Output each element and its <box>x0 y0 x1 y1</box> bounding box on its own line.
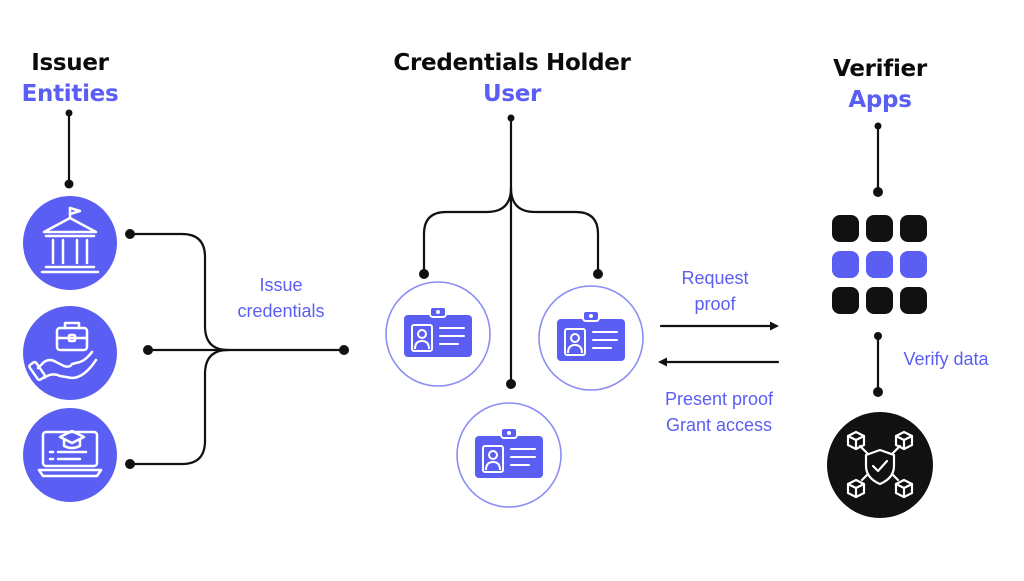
issuer-subtitle: Entities <box>21 81 119 107</box>
arrowheads <box>658 321 779 367</box>
id-card-icon <box>538 285 644 391</box>
connectors <box>67 111 880 466</box>
app-tile <box>900 215 927 242</box>
dot <box>593 269 603 279</box>
connector-dots <box>64 109 883 469</box>
request-label-line: proof <box>694 294 736 314</box>
present-label-line: Present proof <box>664 389 774 409</box>
issuer-title: Issuer <box>31 50 109 76</box>
dot <box>873 387 883 397</box>
dot <box>143 345 153 355</box>
app-tile <box>866 215 893 242</box>
request-label-line: Request <box>681 268 749 288</box>
issue-label-line: credentials <box>237 301 325 321</box>
request-proof-label: Request proof <box>660 265 770 317</box>
dot <box>125 229 135 239</box>
verifier-title: Verifier <box>833 56 927 82</box>
issue-connector-top <box>128 232 230 352</box>
issue-credentials-label: Issue credentials <box>216 272 346 324</box>
app-tile <box>900 287 927 314</box>
dot <box>339 345 349 355</box>
dot <box>506 379 516 389</box>
verify-data-label: Verify data <box>903 349 989 369</box>
issue-label-line: Issue <box>259 275 303 295</box>
app-tile <box>900 251 927 278</box>
app-tile <box>866 287 893 314</box>
app-grid-icon <box>832 215 927 314</box>
id-card-icon <box>385 281 491 387</box>
dot <box>419 269 429 279</box>
dot <box>507 114 515 122</box>
dot <box>874 122 882 130</box>
holder-icons <box>385 281 644 508</box>
dot <box>873 187 883 197</box>
laptop-graduation-icon <box>23 408 117 502</box>
app-tile <box>832 215 859 242</box>
issue-connector-bottom <box>128 348 230 466</box>
holder-title: Credentials Holder <box>393 50 631 76</box>
holder-subtitle: User <box>482 81 542 107</box>
dot <box>64 179 74 189</box>
holder-branch-left <box>422 186 513 276</box>
dot <box>65 109 73 117</box>
present-proof-label: Present proof Grant access <box>648 386 790 438</box>
app-tile <box>832 287 859 314</box>
present-arrowhead <box>658 357 667 367</box>
secure-network-icon <box>827 412 933 518</box>
issuer-icons <box>23 196 117 502</box>
dot <box>125 459 135 469</box>
bank-icon <box>23 196 117 290</box>
dot <box>874 332 882 340</box>
app-tile <box>832 251 859 278</box>
present-label-line: Grant access <box>665 415 773 435</box>
briefcase-hand-icon <box>23 306 117 400</box>
request-arrowhead <box>770 321 779 331</box>
holder-branch-right <box>509 186 600 276</box>
verifier-subtitle: Apps <box>848 87 912 113</box>
app-tile <box>866 251 893 278</box>
id-card-icon <box>456 402 562 508</box>
